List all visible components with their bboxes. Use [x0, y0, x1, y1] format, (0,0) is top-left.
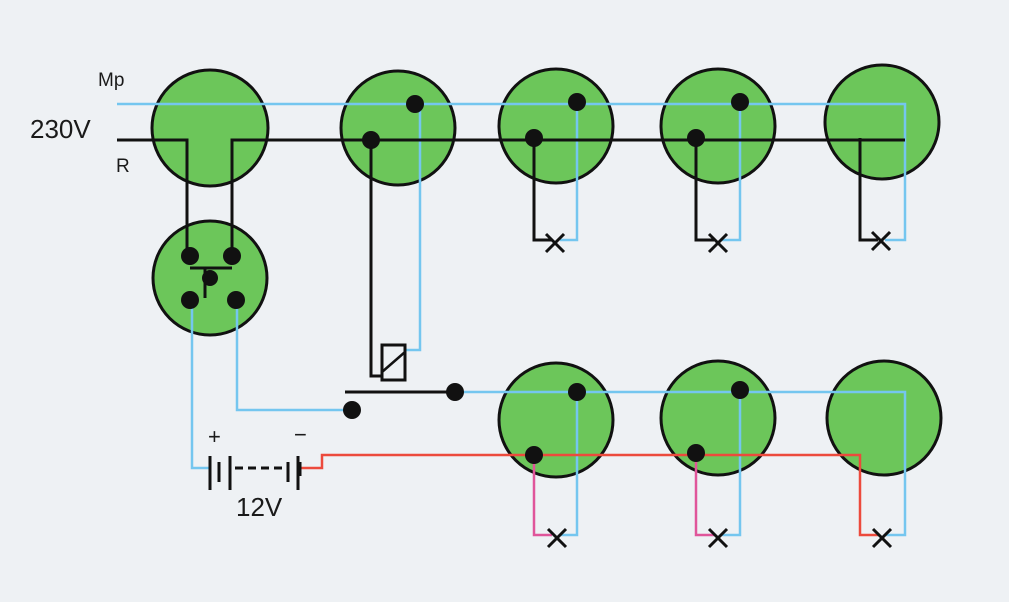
lamp-icon: [707, 527, 729, 549]
phase-wires: [117, 138, 905, 378]
junction-box-5: [823, 63, 941, 181]
lamp-icons: [544, 230, 893, 549]
terminals: [181, 93, 749, 464]
junction-box-2: [339, 69, 457, 187]
phase-label: R: [116, 156, 130, 177]
voltage-low-label: 12V: [236, 492, 283, 522]
junction-box-main: [150, 68, 270, 188]
junction-box-low-2: [659, 359, 777, 477]
junction-box-4: [659, 67, 777, 185]
relay-coil: [380, 343, 407, 382]
junction-box-low-3: [825, 359, 943, 477]
neutral-wires: [117, 102, 907, 537]
low-voltage-wires: [300, 453, 878, 537]
switch-contact: [343, 401, 361, 419]
battery-plus-label: +: [208, 424, 221, 449]
lamp-icon: [546, 527, 568, 549]
lamp-icon: [871, 527, 893, 549]
neutral-label: Mp: [98, 70, 125, 91]
battery: [208, 456, 302, 490]
lamp-icon: [544, 232, 566, 254]
voltage-main-label: 230V: [30, 114, 91, 144]
junction-box-3: [497, 67, 615, 185]
lamp-icon: [870, 230, 892, 252]
junction-boxes: [150, 63, 943, 479]
battery-minus-label: −: [294, 422, 307, 447]
lamp-icon: [707, 232, 729, 254]
junction-box-low-1: [497, 361, 615, 479]
